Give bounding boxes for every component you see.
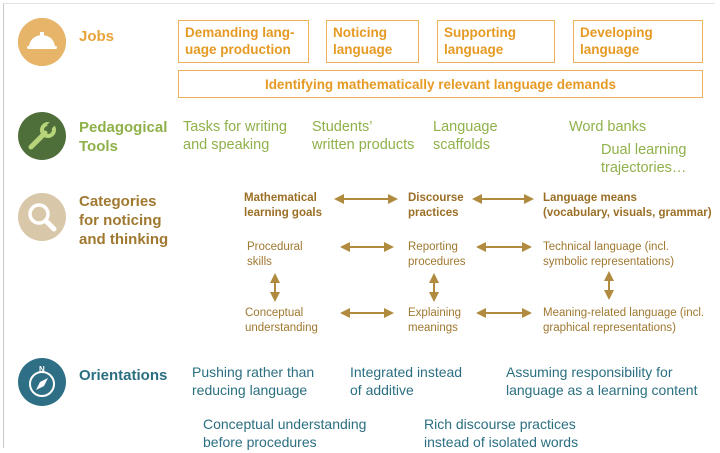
category-line: meanings xyxy=(408,322,458,334)
tool-dual-trajectories: Dual learning trajectories… xyxy=(601,141,686,177)
tool-line: Tasks for writing xyxy=(183,119,287,135)
tool-scaffolds: Language scaffolds xyxy=(433,118,498,154)
orientation-rich-discourse: Rich discourse practices instead of isol… xyxy=(424,415,578,451)
orientations-title: Orientations xyxy=(79,367,168,384)
wrench-icon xyxy=(18,112,66,160)
orientation-line: Integrated instead xyxy=(350,364,463,380)
category-line: learning goals xyxy=(244,207,322,219)
tool-line: scaffolds xyxy=(433,137,490,153)
category-line: practices xyxy=(408,207,459,219)
orientation-line: language as a learning content xyxy=(506,382,698,398)
tool-line: written products xyxy=(312,137,415,153)
tool-line: trajectories… xyxy=(601,160,687,176)
category-line: Explaining xyxy=(408,307,462,319)
category-reporting-procedures: Reporting procedures xyxy=(408,240,466,270)
category-line: Technical language (incl. xyxy=(543,241,669,253)
job-box-line: language xyxy=(580,42,640,57)
category-header-math-goals: Mathematical learning goals xyxy=(244,191,322,221)
helmet-icon xyxy=(18,18,66,66)
category-procedural-skills: Procedural skills xyxy=(247,240,303,270)
category-line: skills xyxy=(247,256,272,268)
job-box-identifying: Identifying mathematically relevant lang… xyxy=(178,70,703,98)
job-box-demanding: Demanding lang- uage production xyxy=(178,20,309,63)
tool-line: Language xyxy=(433,119,498,135)
category-line: graphical representations) xyxy=(543,322,676,334)
category-header-discourse: Discourse practices xyxy=(408,191,464,221)
job-box-line: Developing xyxy=(580,25,653,40)
orientation-line: of additive xyxy=(350,382,414,398)
orientation-line: Pushing rather than xyxy=(192,364,315,380)
svg-text:N: N xyxy=(39,365,45,374)
job-box-supporting: Supporting language xyxy=(437,20,555,63)
tool-tasks: Tasks for writing and speaking xyxy=(183,118,287,154)
category-line: Language means xyxy=(543,192,637,204)
tool-written-products: Students’ written products xyxy=(312,118,414,154)
tools-title: Pedagogical Tools xyxy=(79,118,167,156)
orientation-line: instead of isolated words xyxy=(424,434,579,450)
category-line: Procedural xyxy=(247,241,303,253)
job-box-line: Supporting xyxy=(444,25,516,40)
job-box-line: language xyxy=(333,42,393,57)
tool-line: Dual learning xyxy=(601,142,687,158)
orientation-line: Rich discourse practices xyxy=(424,416,576,432)
tools-title-line: Tools xyxy=(79,138,118,155)
orientation-pushing: Pushing rather than reducing language xyxy=(192,363,314,399)
magnifier-icon xyxy=(18,193,66,241)
job-box-noticing: Noticing language xyxy=(326,20,419,63)
tool-line: Students’ xyxy=(312,119,373,135)
category-header-language-means: Language means (vocabulary, visuals, gra… xyxy=(543,191,712,221)
category-technical-language: Technical language (incl. symbolic repre… xyxy=(543,240,674,270)
orientation-line: before procedures xyxy=(203,434,317,450)
orientation-responsibility: Assuming responsibility for language as … xyxy=(506,363,697,399)
orientation-integrated: Integrated instead of additive xyxy=(350,363,462,399)
category-line: symbolic representations) xyxy=(543,256,675,268)
category-line: understanding xyxy=(245,322,318,334)
category-line: Discourse xyxy=(408,192,464,204)
orientation-conceptual: Conceptual understanding before procedur… xyxy=(203,415,366,451)
category-line: (vocabulary, visuals, grammar) xyxy=(543,207,712,219)
category-meaning-related-language: Meaning-related language (incl. graphica… xyxy=(543,306,704,336)
orientation-line: Assuming responsibility for xyxy=(506,364,673,380)
slide-frame xyxy=(3,3,715,448)
job-box-line: uage production xyxy=(185,42,291,57)
category-explaining-meanings: Explaining meanings xyxy=(408,306,461,336)
orientation-line: Conceptual understanding xyxy=(203,416,367,432)
categories-title-line: for noticing xyxy=(79,212,162,229)
category-conceptual-understanding: Conceptual understanding xyxy=(245,306,318,336)
orientation-line: reducing language xyxy=(192,382,308,398)
compass-icon: N xyxy=(18,358,66,406)
category-line: Meaning-related language (incl. xyxy=(543,307,705,319)
tools-title-line: Pedagogical xyxy=(79,119,168,136)
category-line: Conceptual xyxy=(245,307,304,319)
tool-word-banks: Word banks xyxy=(569,118,646,136)
categories-title-line: and thinking xyxy=(79,231,169,248)
category-line: procedures xyxy=(408,256,466,268)
category-line: Reporting xyxy=(408,241,458,253)
jobs-title: Jobs xyxy=(79,28,115,45)
tool-line: and speaking xyxy=(183,137,270,153)
job-box-developing: Developing language xyxy=(573,20,703,63)
job-box-wide-label: Identifying mathematically relevant lang… xyxy=(264,77,617,92)
tool-line: Word banks xyxy=(569,119,647,135)
categories-title: Categories for noticing and thinking xyxy=(79,192,168,249)
categories-title-line: Categories xyxy=(79,193,157,210)
job-box-line: Noticing xyxy=(333,25,387,40)
job-box-line: language xyxy=(444,42,504,57)
category-line: Mathematical xyxy=(244,192,317,204)
job-box-line: Demanding lang- xyxy=(185,25,295,40)
